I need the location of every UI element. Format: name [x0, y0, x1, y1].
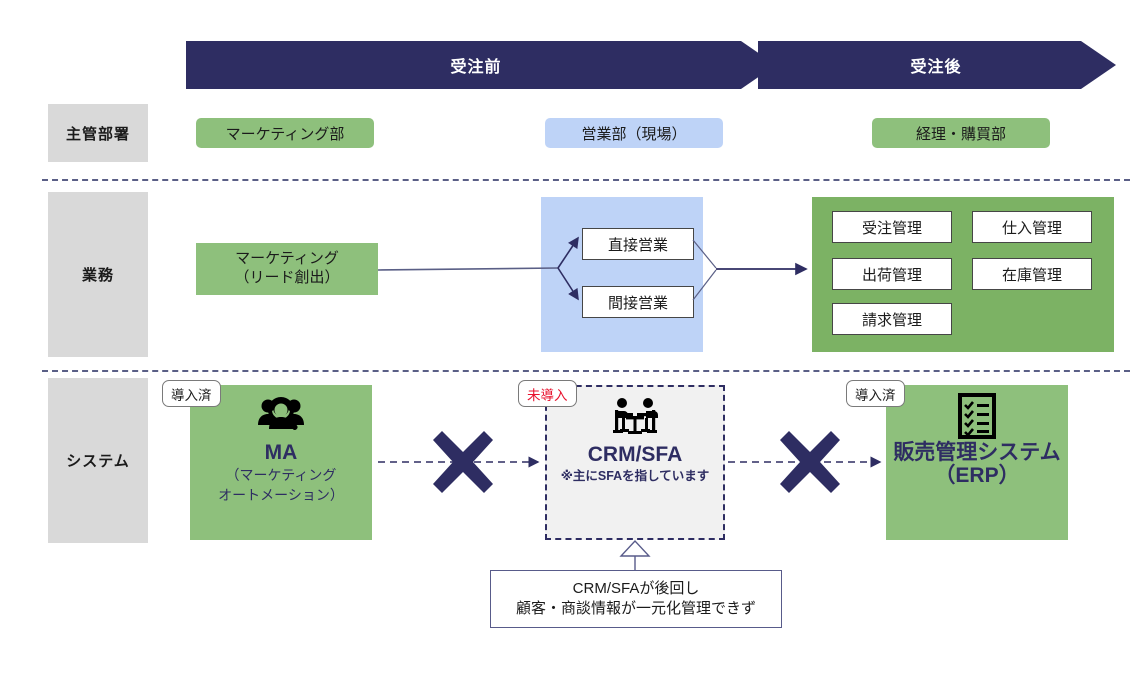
checklist-clipboard-icon: [957, 393, 997, 439]
row-separator-1: [42, 179, 1130, 181]
x-mark-left-icon: [433, 431, 493, 493]
system-title-crm: CRM/SFA: [587, 443, 683, 466]
business-box-marketing: マーケティング （リード創出）: [196, 243, 378, 295]
phase-banner-shapes: [186, 41, 1116, 89]
callout-pointer: [619, 539, 651, 570]
business-box-order-mgmt: 受注管理: [832, 211, 952, 243]
phase-shape-post: [758, 41, 1116, 89]
phase-label-post: 受注後: [910, 59, 962, 76]
marketing-line-1: マーケティング: [235, 250, 339, 268]
callout-problem: CRM/SFAが後回し 顧客・商談情報が一元化管理できず: [490, 570, 782, 628]
system-sub-erp-1: （ERP）: [934, 464, 1020, 488]
system-sub-crm-1: ※主にSFAを指しています: [560, 469, 710, 484]
department-chip-accounting: 経理・購買部: [872, 118, 1050, 148]
x-mark-right-icon: [780, 431, 840, 493]
business-box-billing-mgmt: 請求管理: [832, 303, 952, 335]
business-box-inventory-mgmt: 在庫管理: [972, 258, 1092, 290]
system-box-ma[interactable]: MA （マーケティング オートメーション）: [190, 385, 372, 540]
marketing-line-2: （リード創出）: [234, 269, 340, 286]
phase-label-pre: 受注前: [450, 59, 502, 76]
callout-line-1: CRM/SFAが後回し: [572, 579, 700, 597]
status-badge-erp: 導入済: [846, 380, 905, 407]
row-label-business: 業務: [48, 192, 148, 357]
row-label-department: 主管部署: [48, 104, 148, 162]
business-box-shipping-mgmt: 出荷管理: [832, 258, 952, 290]
callout-line-2: 顧客・商談情報が一元化管理できず: [515, 600, 756, 617]
department-chip-sales: 営業部（現場）: [545, 118, 723, 148]
phase-shape-pre: [186, 41, 776, 89]
system-title-ma: MA: [264, 441, 298, 464]
business-box-indirect-sales: 間接営業: [582, 286, 694, 318]
arrow-marketing-to-sales: [377, 267, 559, 271]
meeting-table-icon: [609, 395, 661, 441]
row-label-system: システム: [48, 378, 148, 543]
business-box-direct-sales: 直接営業: [582, 228, 694, 260]
phase-banner: 受注前 受注後: [186, 41, 1116, 89]
system-title-erp: 販売管理システム: [893, 441, 1061, 464]
status-badge-ma: 導入済: [162, 380, 221, 407]
department-chip-marketing: マーケティング部: [196, 118, 374, 148]
sales-panel: [541, 197, 703, 352]
system-sub-ma-2: オートメーション）: [218, 487, 344, 504]
system-box-erp[interactable]: 販売管理システム （ERP）: [886, 385, 1068, 540]
business-box-purchase-mgmt: 仕入管理: [972, 211, 1092, 243]
status-badge-crm: 未導入: [518, 380, 577, 407]
system-box-crm-sfa[interactable]: CRM/SFA ※主にSFAを指しています: [545, 385, 725, 540]
system-sub-ma-1: （マーケティング: [225, 467, 337, 484]
row-separator-2: [42, 370, 1130, 372]
people-search-icon: [256, 393, 306, 439]
